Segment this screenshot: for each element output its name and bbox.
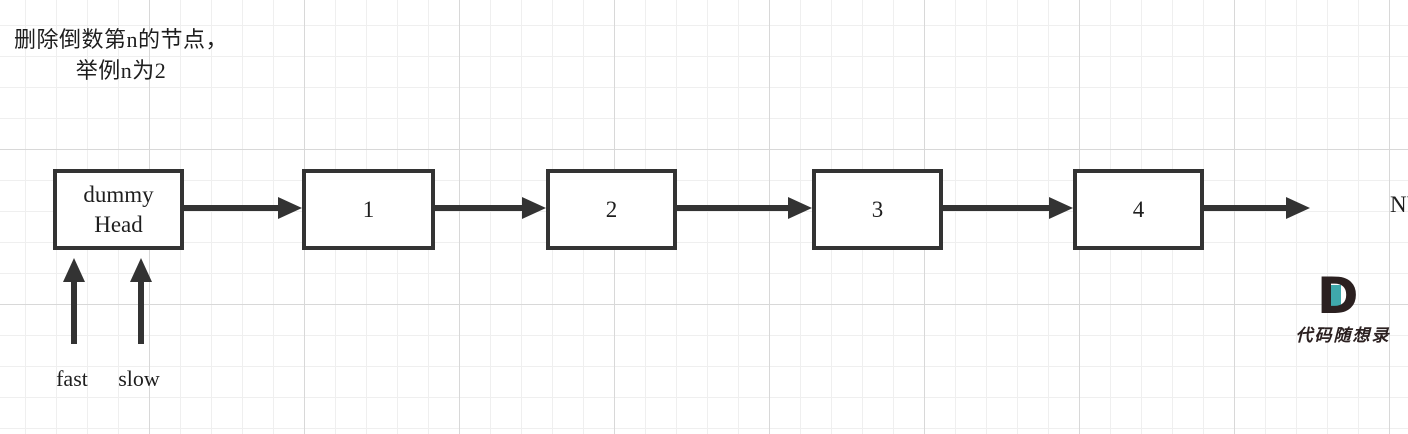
arrow-shaft xyxy=(943,205,1051,211)
node-label: dummy Head xyxy=(83,181,154,237)
arrow-head-icon xyxy=(788,197,812,219)
connector-arrow-4-to-null xyxy=(1204,197,1310,219)
logo-letter: D xyxy=(1317,267,1358,325)
arrow-head-icon xyxy=(63,258,85,282)
pointer-arrow-slow xyxy=(130,258,152,344)
node-label: 1 xyxy=(362,196,375,222)
list-node-3: 3 xyxy=(812,169,943,250)
node-label: 4 xyxy=(1132,196,1145,222)
null-terminator-label: NULL xyxy=(1390,192,1408,217)
node-label: 3 xyxy=(871,196,884,222)
arrow-head-icon xyxy=(278,197,302,219)
list-node-4: 4 xyxy=(1073,169,1204,250)
arrow-shaft xyxy=(138,278,144,344)
pointer-arrow-fast xyxy=(63,258,85,344)
arrow-shaft xyxy=(435,205,524,211)
connector-arrow-dummyhead-to-1 xyxy=(184,197,302,219)
arrow-head-icon xyxy=(1049,197,1073,219)
connector-arrow-2-to-3 xyxy=(677,197,812,219)
watermark-text: 代码随想录 xyxy=(1295,326,1391,346)
connector-arrow-3-to-4 xyxy=(943,197,1073,219)
watermark-logo: D 代码随想录 xyxy=(1283,267,1403,346)
arrow-shaft xyxy=(184,205,280,211)
arrow-head-icon xyxy=(1286,197,1310,219)
node-label: 2 xyxy=(605,196,618,222)
list-node-1: 1 xyxy=(302,169,435,250)
logo-teal-accent xyxy=(1328,285,1341,309)
connector-arrow-1-to-2 xyxy=(435,197,546,219)
arrow-shaft xyxy=(1204,205,1288,211)
pointer-label-slow: slow xyxy=(118,366,160,391)
list-node-dummyhead: dummy Head xyxy=(53,169,184,250)
list-node-2: 2 xyxy=(546,169,677,250)
arrow-head-icon xyxy=(522,197,546,219)
logo-d-icon: D xyxy=(1317,267,1369,325)
arrow-shaft xyxy=(71,278,77,344)
pointer-label-fast: fast xyxy=(56,366,88,391)
page-title: 删除倒数第n的节点，举例n为2 xyxy=(13,27,228,83)
arrow-shaft xyxy=(677,205,790,211)
arrow-head-icon xyxy=(130,258,152,282)
